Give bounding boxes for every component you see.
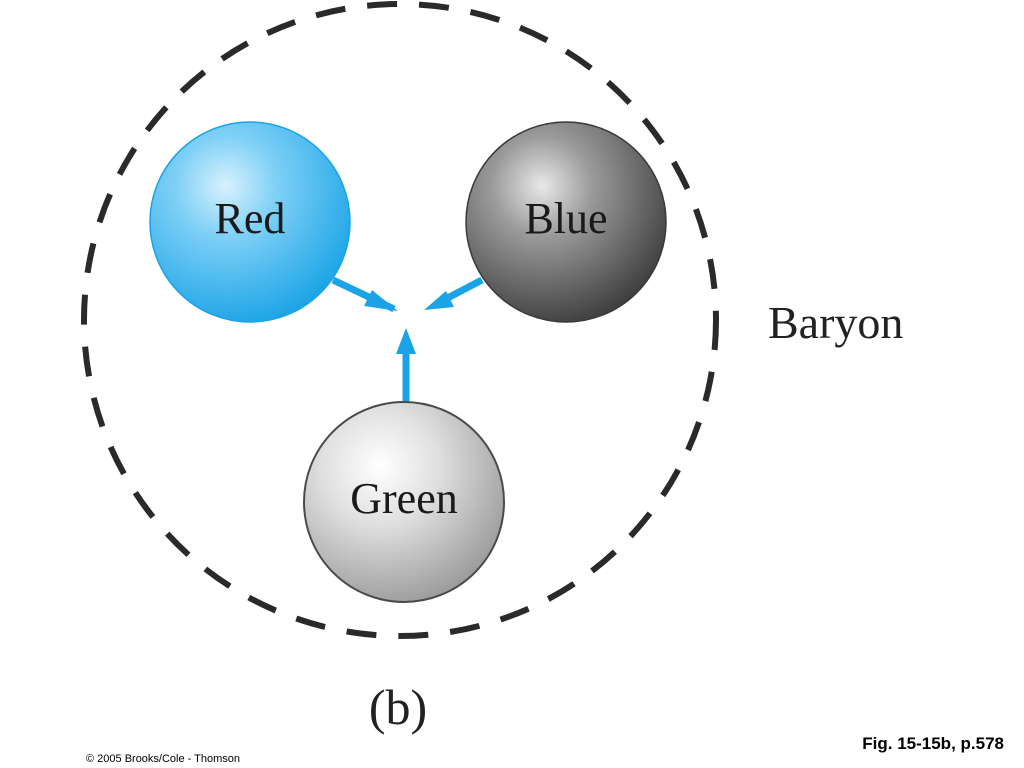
arrowhead-red — [364, 290, 398, 311]
quark-green-sphere — [303, 401, 505, 603]
arrowhead-green — [396, 328, 416, 354]
quark-red: Red — [149, 121, 351, 323]
quark-green: Green — [303, 401, 505, 603]
baryon-boundary — [81, 1, 719, 639]
baryon-label: Baryon — [768, 297, 903, 348]
quark-red-sphere — [149, 121, 351, 323]
quark-blue: Blue — [465, 121, 667, 323]
quark-green-label: Green — [350, 474, 458, 523]
quark-blue-sphere — [465, 121, 667, 323]
panel-label: (b) — [369, 679, 427, 735]
copyright-notice: © 2005 Brooks/Cole - Thomson — [86, 753, 241, 765]
figure-reference: Fig. 15-15b, p.578 — [862, 734, 1004, 753]
quark-blue-label: Blue — [524, 194, 607, 243]
color-force-arrows — [331, 276, 484, 404]
arrowhead-blue — [424, 291, 454, 310]
quark-red-label: Red — [215, 194, 286, 243]
